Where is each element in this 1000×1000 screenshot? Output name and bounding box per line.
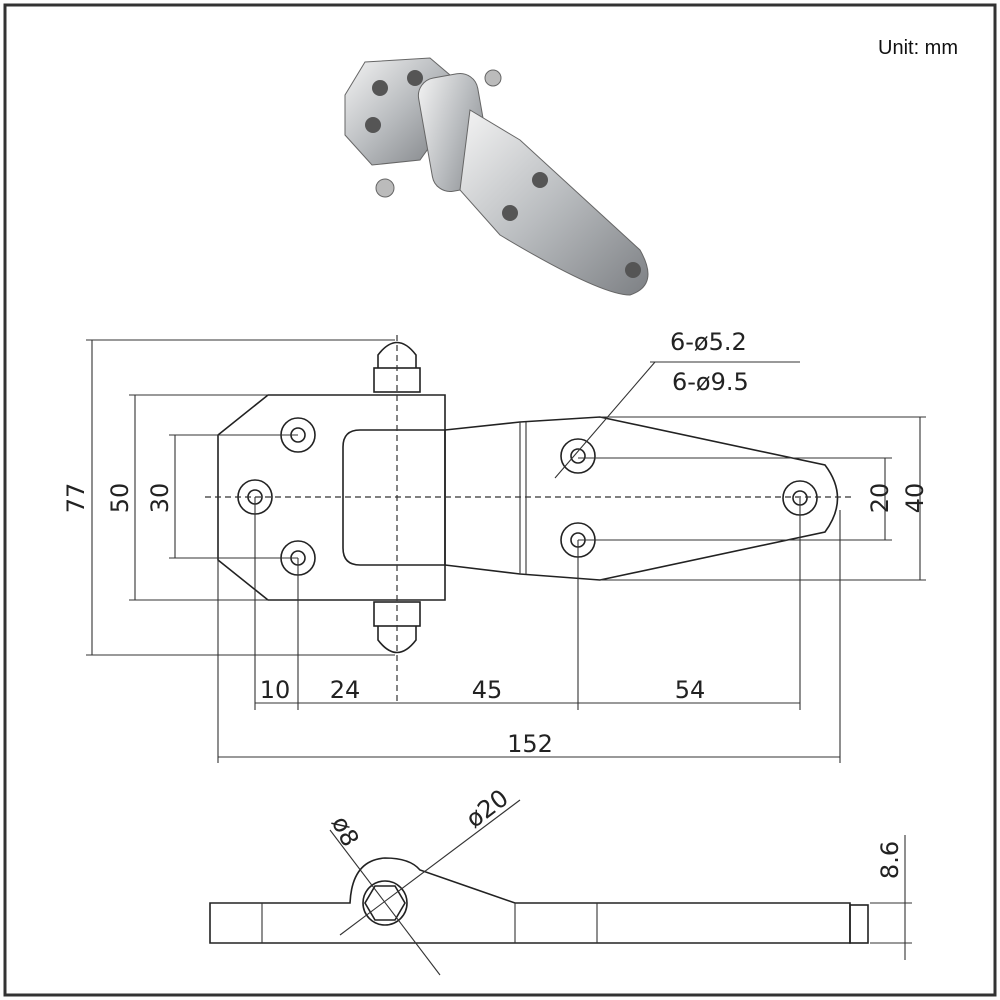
hole-callout-small: 6-ø5.2 bbox=[670, 328, 747, 356]
dim-knuckle-dia: ø20 bbox=[461, 784, 514, 834]
dim-10: 10 bbox=[260, 676, 291, 704]
side-view: ø8 ø20 8.6 bbox=[209, 784, 912, 976]
top-view: 77 50 30 20 40 10 24 45 54 152 6-ø5.2 6-… bbox=[62, 328, 929, 763]
unit-label: Unit: mm bbox=[878, 37, 958, 59]
dim-54: 54 bbox=[675, 676, 706, 704]
hole-callout-large: 6-ø9.5 bbox=[672, 368, 749, 396]
dim-pin-dia: ø8 bbox=[326, 812, 365, 851]
dim-50: 50 bbox=[106, 483, 134, 514]
right-leaf bbox=[444, 416, 839, 581]
dim-77: 77 bbox=[62, 483, 90, 514]
dim-152: 152 bbox=[507, 730, 553, 758]
product-photo bbox=[344, 57, 649, 296]
dim-45: 45 bbox=[472, 676, 503, 704]
frame-border bbox=[3, 3, 997, 997]
dim-30: 30 bbox=[146, 483, 174, 514]
dim-40: 40 bbox=[901, 483, 929, 514]
dim-24: 24 bbox=[330, 676, 361, 704]
dim-thickness: 8.6 bbox=[876, 841, 904, 879]
knuckle bbox=[342, 429, 446, 566]
dim-20: 20 bbox=[866, 483, 894, 514]
